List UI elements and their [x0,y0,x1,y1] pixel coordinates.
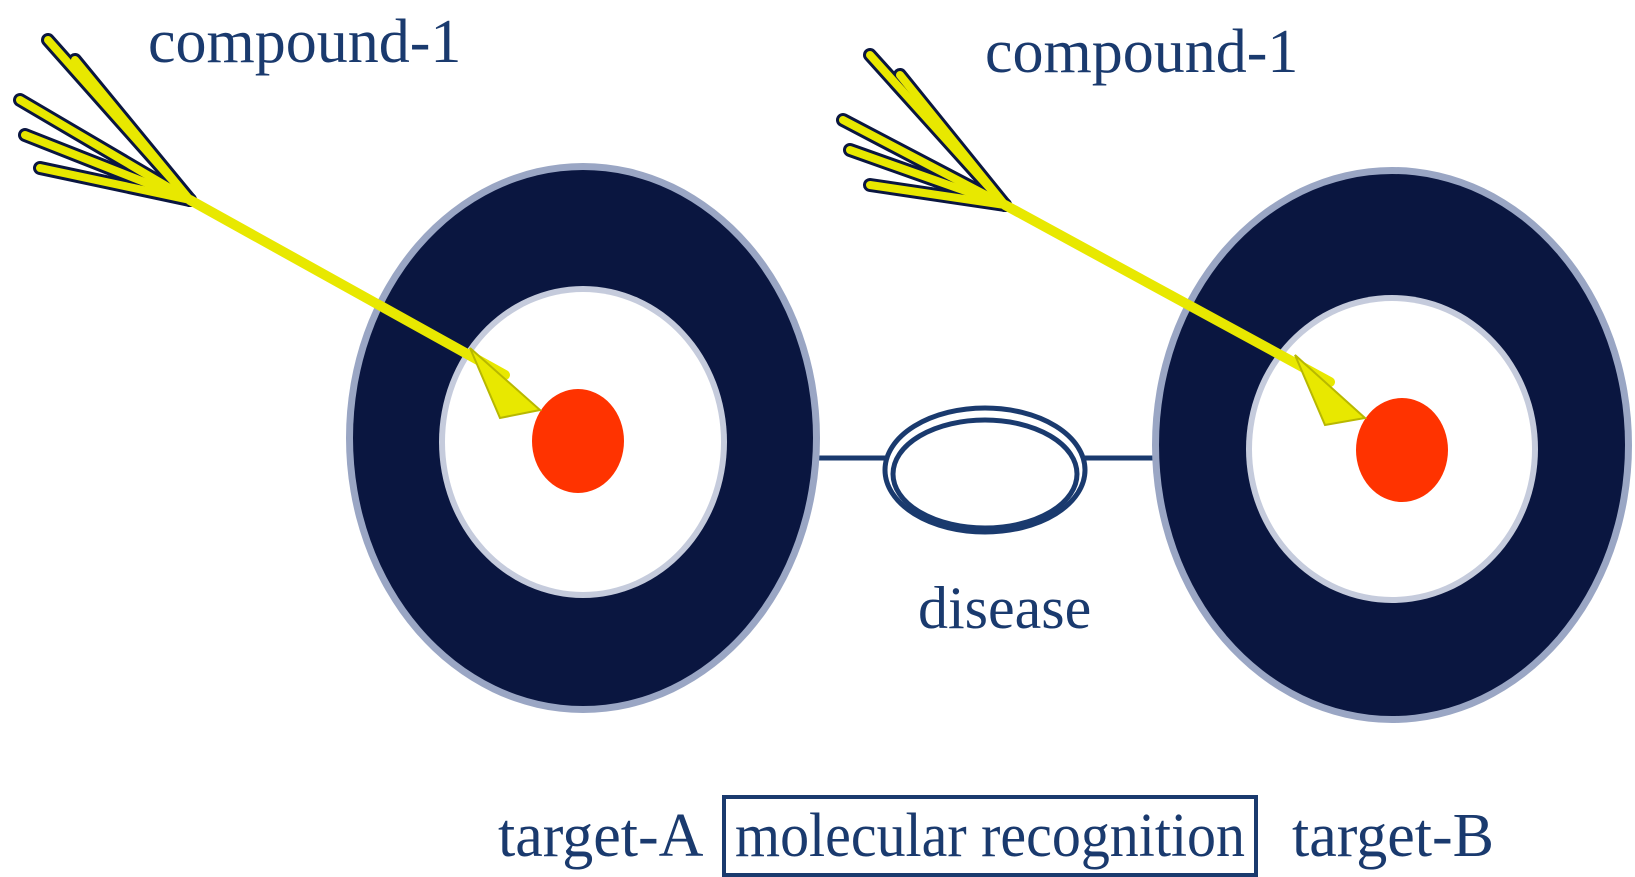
disease-label: disease [918,575,1091,641]
target-a-bullseye [532,389,624,493]
arrow-b-fletching [843,55,1005,205]
target-b-bullseye [1356,398,1448,502]
target-b-label: target-B [1292,802,1494,870]
compound-label-left: compound-1 [148,8,461,76]
molecular-recognition-label: molecular recognition [735,802,1245,870]
target-b-ring [1152,167,1632,723]
compound-label-right: compound-1 [985,18,1298,86]
target-a-label: target-A [498,802,704,870]
target-a-ring [346,163,820,713]
disease-node [885,408,1085,532]
